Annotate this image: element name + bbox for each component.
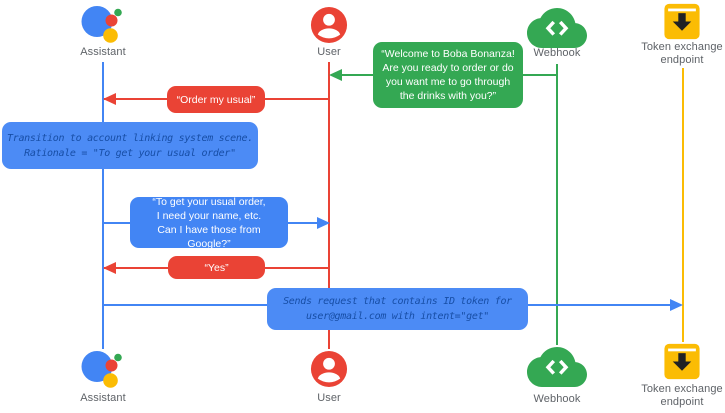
user-avatar-icon bbox=[310, 350, 348, 388]
arrowhead-sends-request bbox=[670, 299, 683, 311]
actor-label-assistant-top: Assistant bbox=[80, 46, 126, 58]
actor-label-user-bottom: User bbox=[317, 392, 341, 404]
actor-label-user-top: User bbox=[317, 46, 341, 58]
actor-label-token-endpoint-bottom: Token exchange endpoint bbox=[641, 383, 723, 408]
token-endpoint-icon bbox=[664, 343, 700, 380]
arrowhead-yes bbox=[103, 262, 116, 274]
assistant-logo-icon bbox=[81, 6, 122, 43]
actor-assistant-top bbox=[80, 5, 124, 45]
lifeline-webhook bbox=[556, 64, 558, 345]
actor-token-endpoint-top bbox=[663, 3, 701, 40]
lifeline-user bbox=[328, 62, 330, 349]
token-endpoint-icon bbox=[664, 3, 700, 40]
actor-webhook-top bbox=[527, 8, 587, 48]
actor-user-top bbox=[310, 6, 348, 44]
actor-webhook-bottom bbox=[527, 347, 587, 387]
note-sends-request: Sends request that contains ID token for… bbox=[267, 288, 528, 330]
message-ask-permission: “To get your usual order, I need your na… bbox=[130, 196, 288, 250]
message-order-my-usual: “Order my usual” bbox=[167, 86, 265, 113]
assistant-logo-icon bbox=[81, 351, 122, 388]
arrowhead-order-my-usual bbox=[103, 93, 116, 105]
actor-assistant-bottom bbox=[80, 350, 124, 390]
actor-label-assistant-bottom: Assistant bbox=[80, 392, 126, 404]
actor-user-bottom bbox=[310, 350, 348, 388]
lifeline-assistant bbox=[102, 62, 104, 349]
note-transition-account-linking: Transition to account linking system sce… bbox=[2, 122, 258, 169]
user-avatar-icon bbox=[310, 6, 348, 44]
arrowhead-welcome bbox=[329, 69, 342, 81]
actor-label-webhook-bottom: Webhook bbox=[533, 393, 581, 405]
lifeline-token-endpoint bbox=[682, 68, 684, 342]
arrowhead-ask-permission bbox=[317, 217, 330, 229]
webhook-cloud-icon bbox=[527, 347, 587, 387]
actor-label-webhook-top: Webhook bbox=[533, 47, 581, 59]
webhook-cloud-icon bbox=[527, 8, 587, 48]
actor-token-endpoint-bottom bbox=[663, 343, 701, 380]
message-yes: “Yes” bbox=[168, 256, 265, 279]
actor-label-token-endpoint-top: Token exchange endpoint bbox=[641, 41, 723, 66]
message-welcome: “Welcome to Boba Bonanza! Are you ready … bbox=[373, 42, 523, 108]
